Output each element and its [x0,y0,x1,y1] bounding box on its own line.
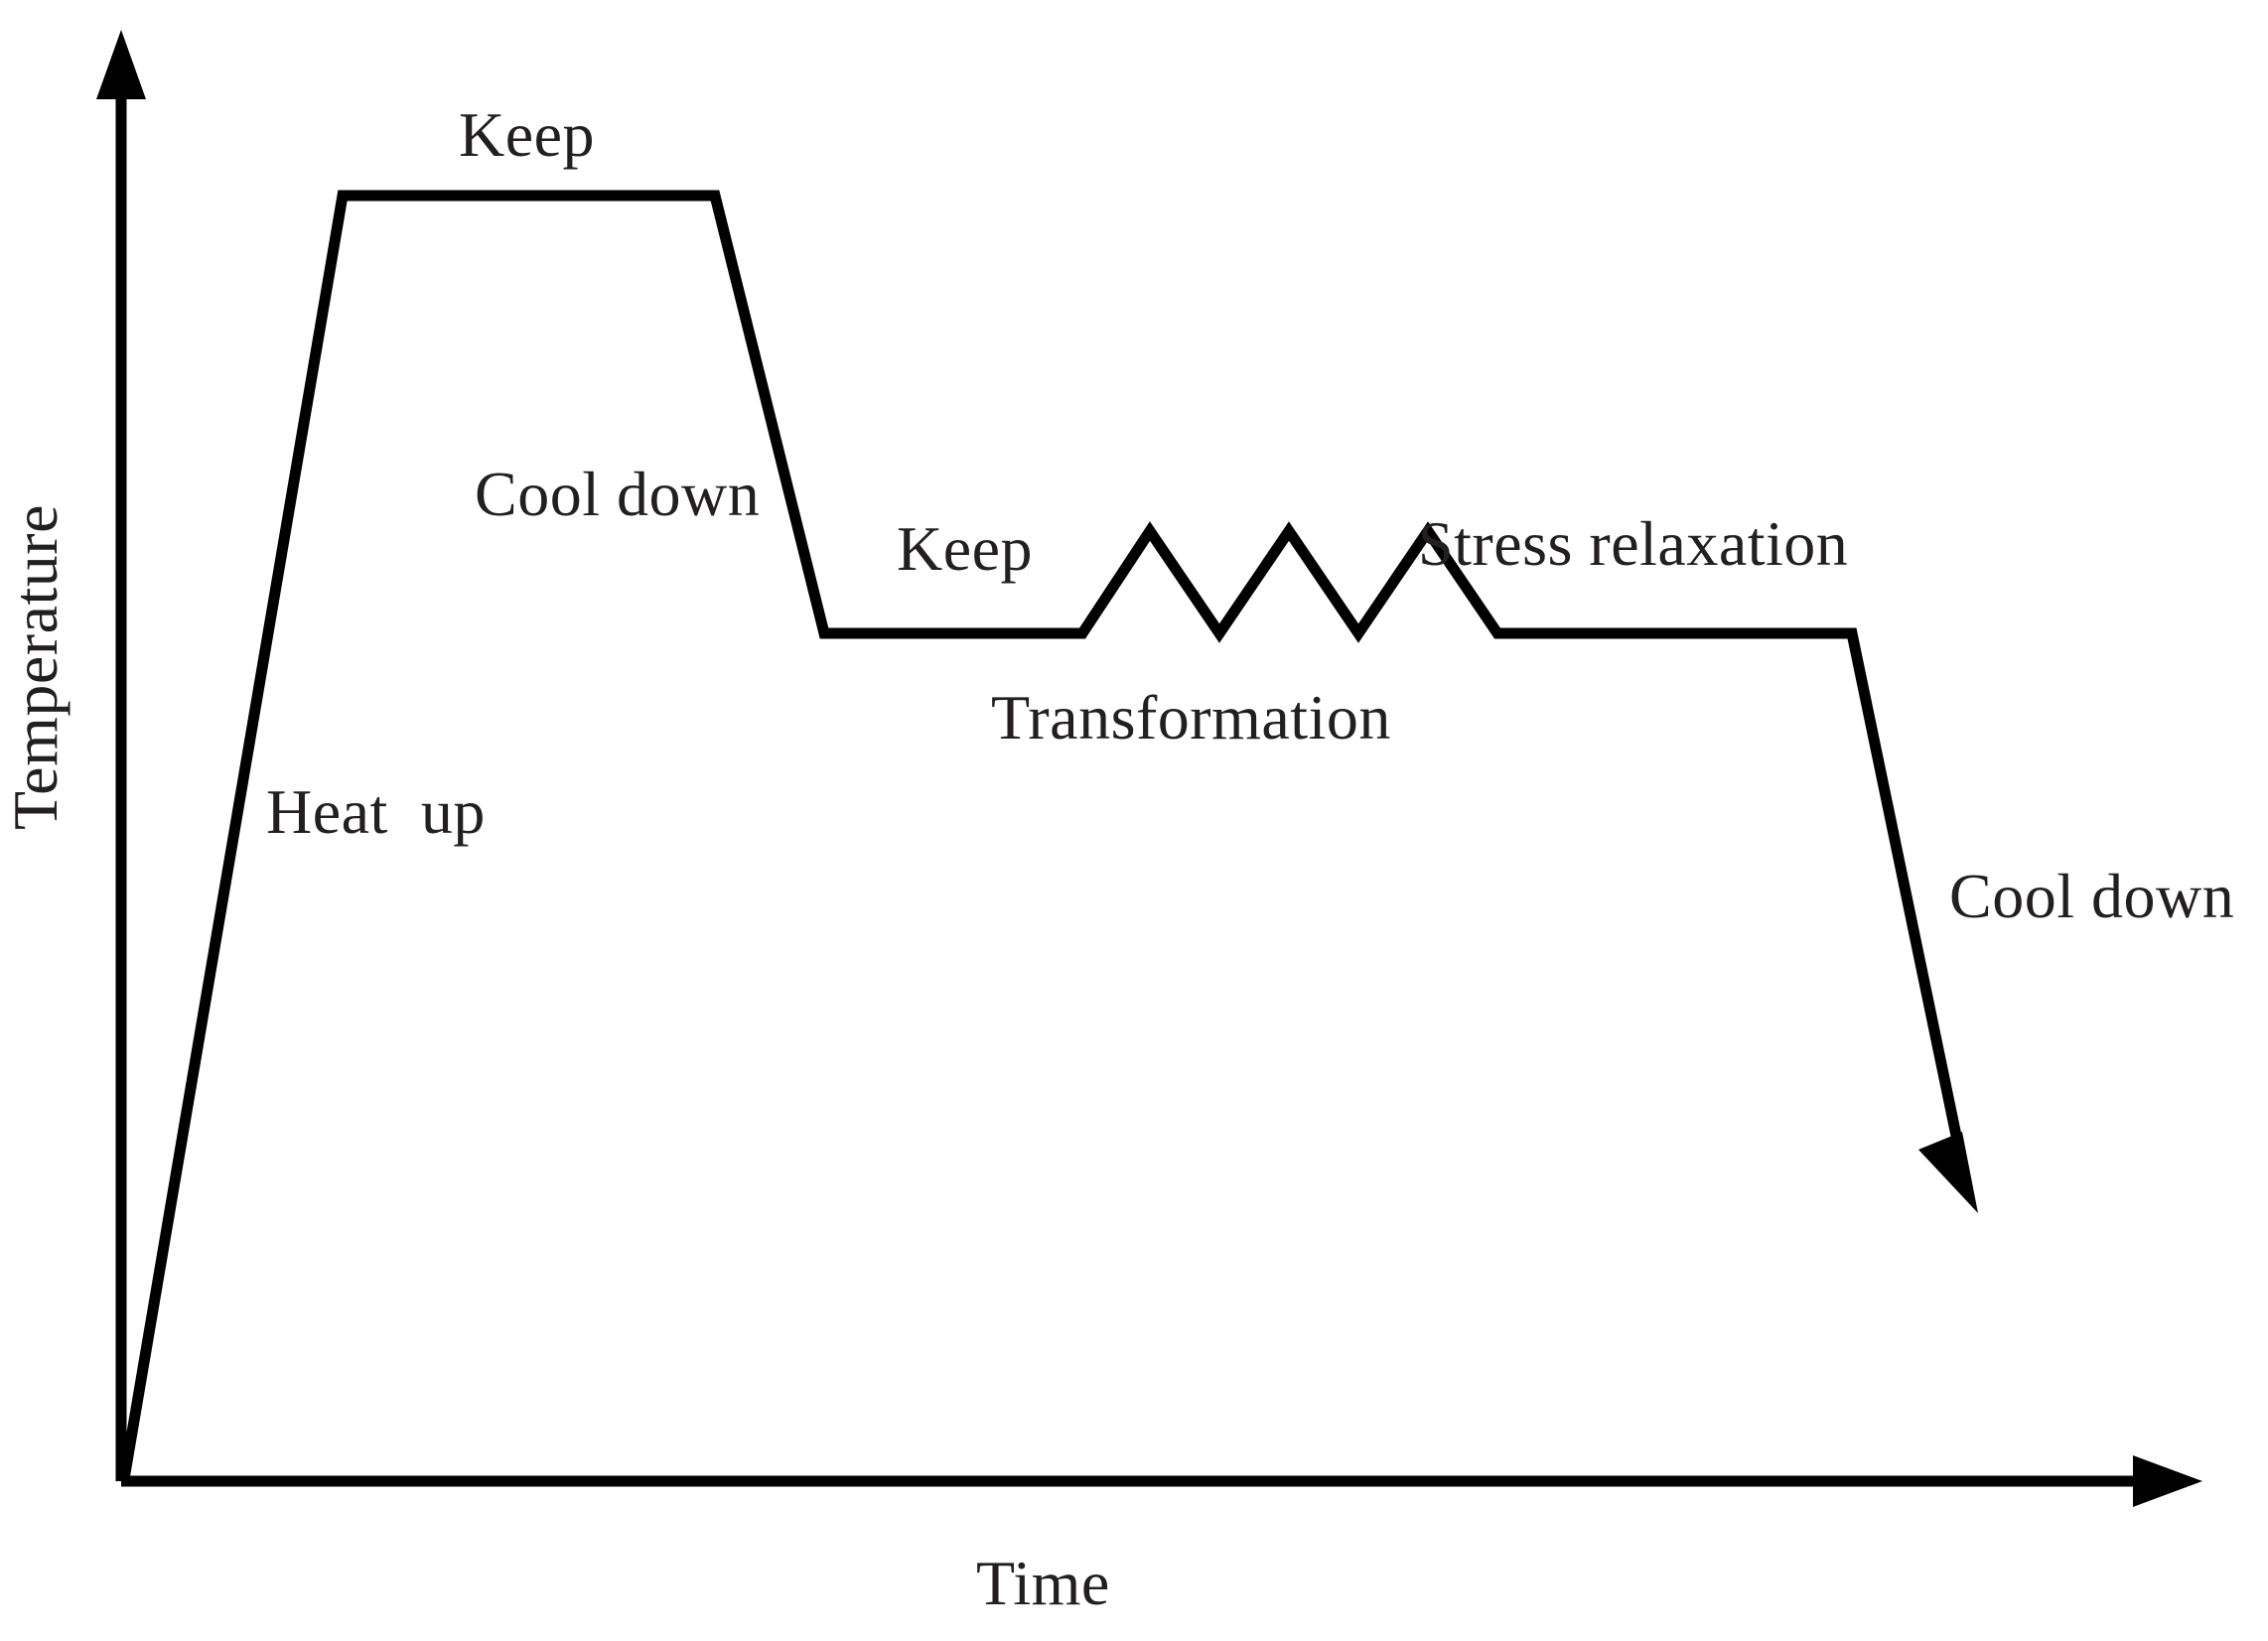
y-axis-title: Temperature [0,504,71,830]
label-cool-down-first: Cool down [475,459,761,529]
label-keep-top: Keep [459,99,596,170]
profile-polyline [118,190,1967,1480]
label-transformation: Transformation [991,682,1391,752]
profile-end-arrowhead-icon [1918,1132,1978,1213]
label-cool-down-final: Cool down [1949,861,2235,931]
time-axis [121,1455,2202,1507]
temperature-axis-arrowhead-icon [96,30,146,99]
label-stress-relaxation: Stress relaxation [1418,508,1849,579]
time-axis-arrowhead-icon [2133,1455,2202,1507]
label-keep-middle: Keep [897,513,1034,584]
temperature-axis [96,30,146,1481]
x-axis-title: Time [976,1548,1110,1618]
label-heat-up: Heat up [266,776,486,847]
thermal-profile-curve [118,190,1978,1480]
